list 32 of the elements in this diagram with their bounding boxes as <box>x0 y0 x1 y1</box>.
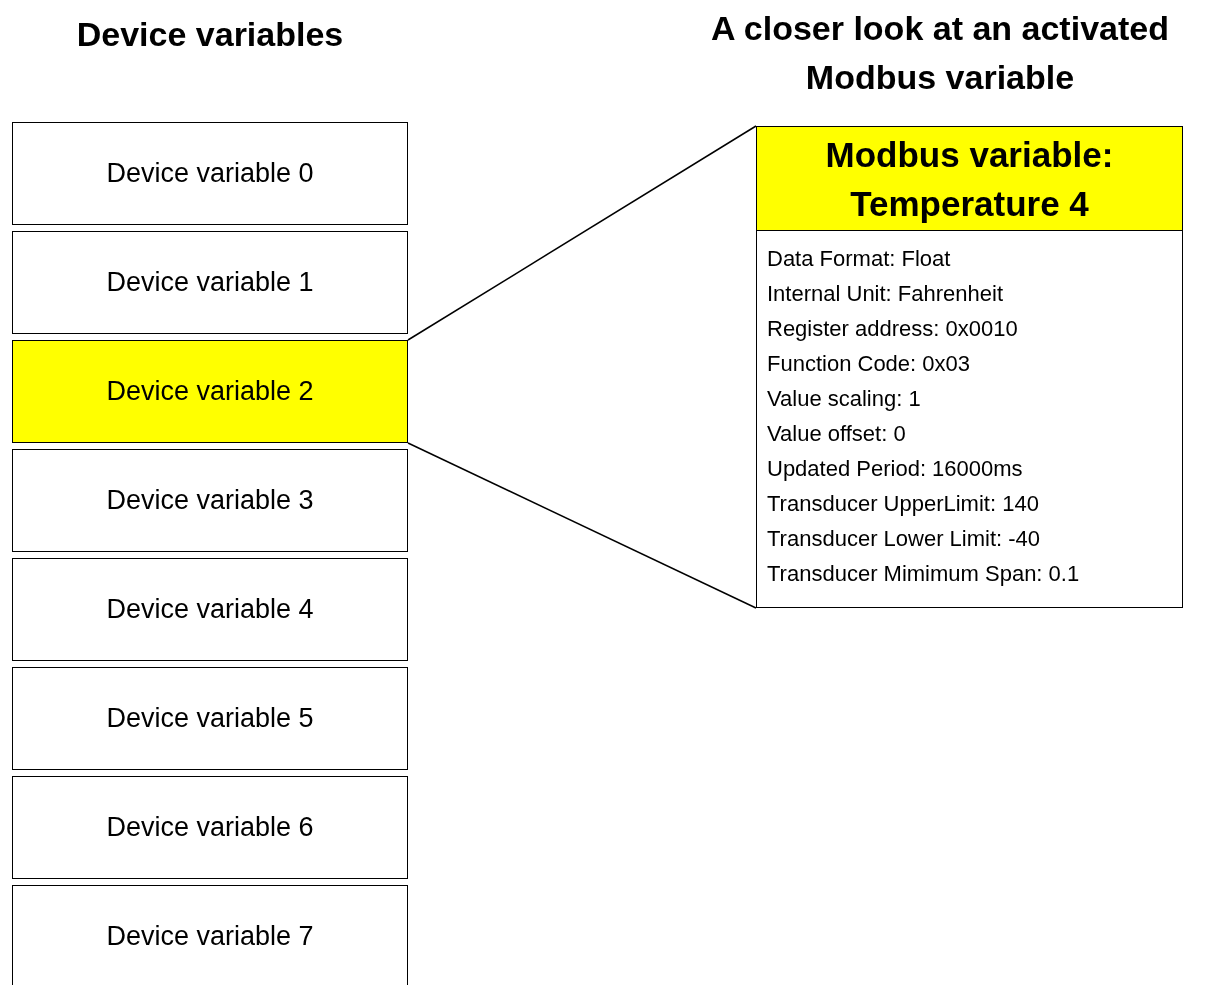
variable-label: Device variable 1 <box>106 267 314 298</box>
variable-label: Device variable 7 <box>106 921 314 952</box>
variable-box <box>12 449 408 552</box>
detail-card <box>756 126 1183 608</box>
property-text: Value scaling: 1 <box>766 385 922 413</box>
variable-box <box>12 122 408 225</box>
property-text: Transducer Mimimum Span: 0.1 <box>766 560 1081 588</box>
variable-box <box>12 558 408 661</box>
variable-label: Device variable 6 <box>106 812 314 843</box>
property-text: Register address: 0x0010 <box>766 315 1019 343</box>
variable-box <box>12 231 408 334</box>
property-text: Function Code: 0x03 <box>766 350 972 378</box>
card-header: Modbus variable: Temperature 4 <box>757 127 1182 231</box>
callout-line <box>407 125 757 341</box>
variable-label: Device variable 5 <box>106 703 314 734</box>
highlighted-variable-box <box>12 340 408 443</box>
variable-box <box>12 885 408 985</box>
property-text: Data Format: Float <box>766 245 952 273</box>
property-text: Value offset: 0 <box>766 420 907 448</box>
variable-box <box>12 776 408 879</box>
variable-label: Device variable 4 <box>106 594 314 625</box>
property-text: Transducer UpperLimit: 140 <box>766 490 1040 518</box>
property-text: Updated Period: 16000ms <box>766 455 1024 483</box>
heading-text: A closer look at an activated Modbus variable <box>710 8 1170 99</box>
callout-line <box>407 442 757 609</box>
property-text: Transducer Lower Limit: -40 <box>766 525 1042 553</box>
variable-label: Device variable 0 <box>106 158 314 189</box>
variable-box <box>12 667 408 770</box>
variable-label: Device variable 2 <box>106 376 314 407</box>
property-text: Internal Unit: Fahrenheit <box>766 280 1005 308</box>
variable-label: Device variable 3 <box>106 485 314 516</box>
heading-text: Device variables <box>75 14 345 55</box>
